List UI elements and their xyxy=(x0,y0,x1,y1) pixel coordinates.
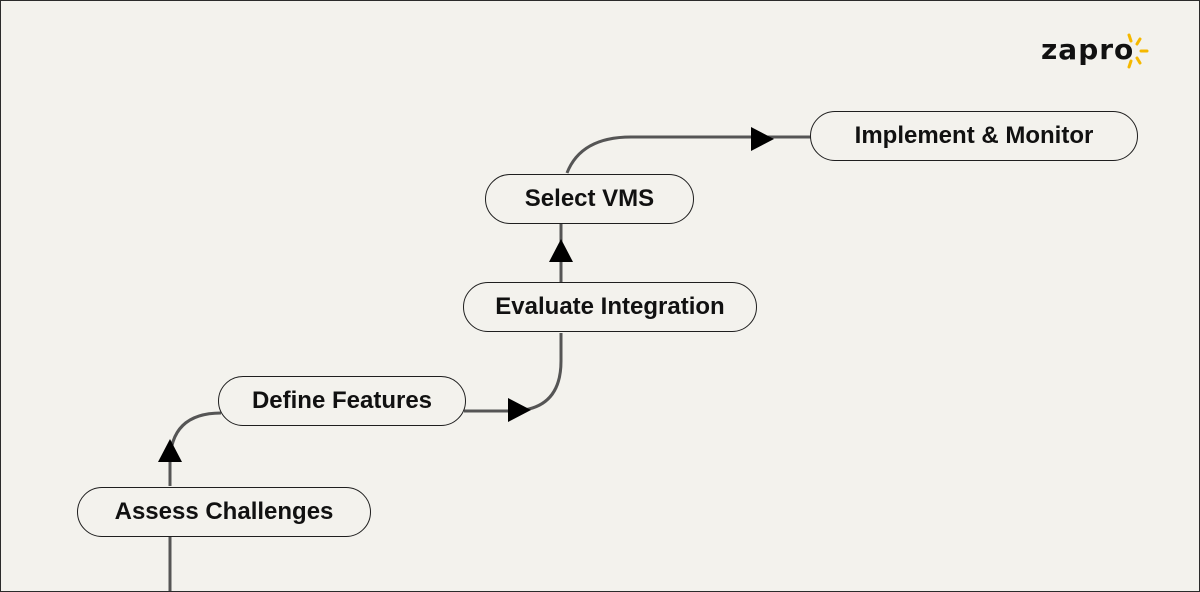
logo-text: zapro xyxy=(1041,33,1135,66)
step-select-vms: Select VMS xyxy=(485,174,694,224)
step-assess-challenges: Assess Challenges xyxy=(77,487,371,537)
brand-logo: zapro xyxy=(1041,31,1151,75)
connector-define-to-evaluate xyxy=(464,333,563,413)
arrow-right-icon xyxy=(751,127,774,151)
connector-select-to-implement xyxy=(565,135,811,174)
step-implement-monitor: Implement & Monitor xyxy=(810,111,1138,161)
step-label: Select VMS xyxy=(524,185,655,212)
arrow-up-icon xyxy=(158,439,182,462)
arrow-up-icon xyxy=(549,239,573,262)
connector-assess-to-define xyxy=(168,411,222,486)
step-evaluate-integration: Evaluate Integration xyxy=(463,282,757,332)
step-label: Define Features xyxy=(251,387,433,414)
sun-rays-icon xyxy=(1127,33,1149,69)
step-label: Evaluate Integration xyxy=(495,293,725,320)
step-label: Assess Challenges xyxy=(114,498,334,525)
step-define-features: Define Features xyxy=(218,376,466,426)
step-label: Implement & Monitor xyxy=(854,122,1094,149)
arrow-right-icon xyxy=(508,398,531,422)
